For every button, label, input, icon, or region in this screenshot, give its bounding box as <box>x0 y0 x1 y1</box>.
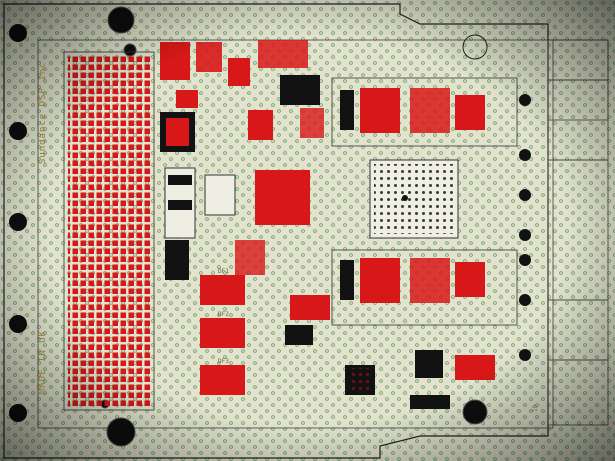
silkscreen-company: Sundance DSP Inc. <box>38 55 48 165</box>
designator-df3: DF3 <box>218 358 229 365</box>
corner-label: 10 <box>532 404 540 413</box>
silkscreen-made-in: MADE IN UK <box>38 330 48 395</box>
designator-df2: DF2 <box>218 311 229 318</box>
designator-df1: DF1 <box>218 268 229 275</box>
